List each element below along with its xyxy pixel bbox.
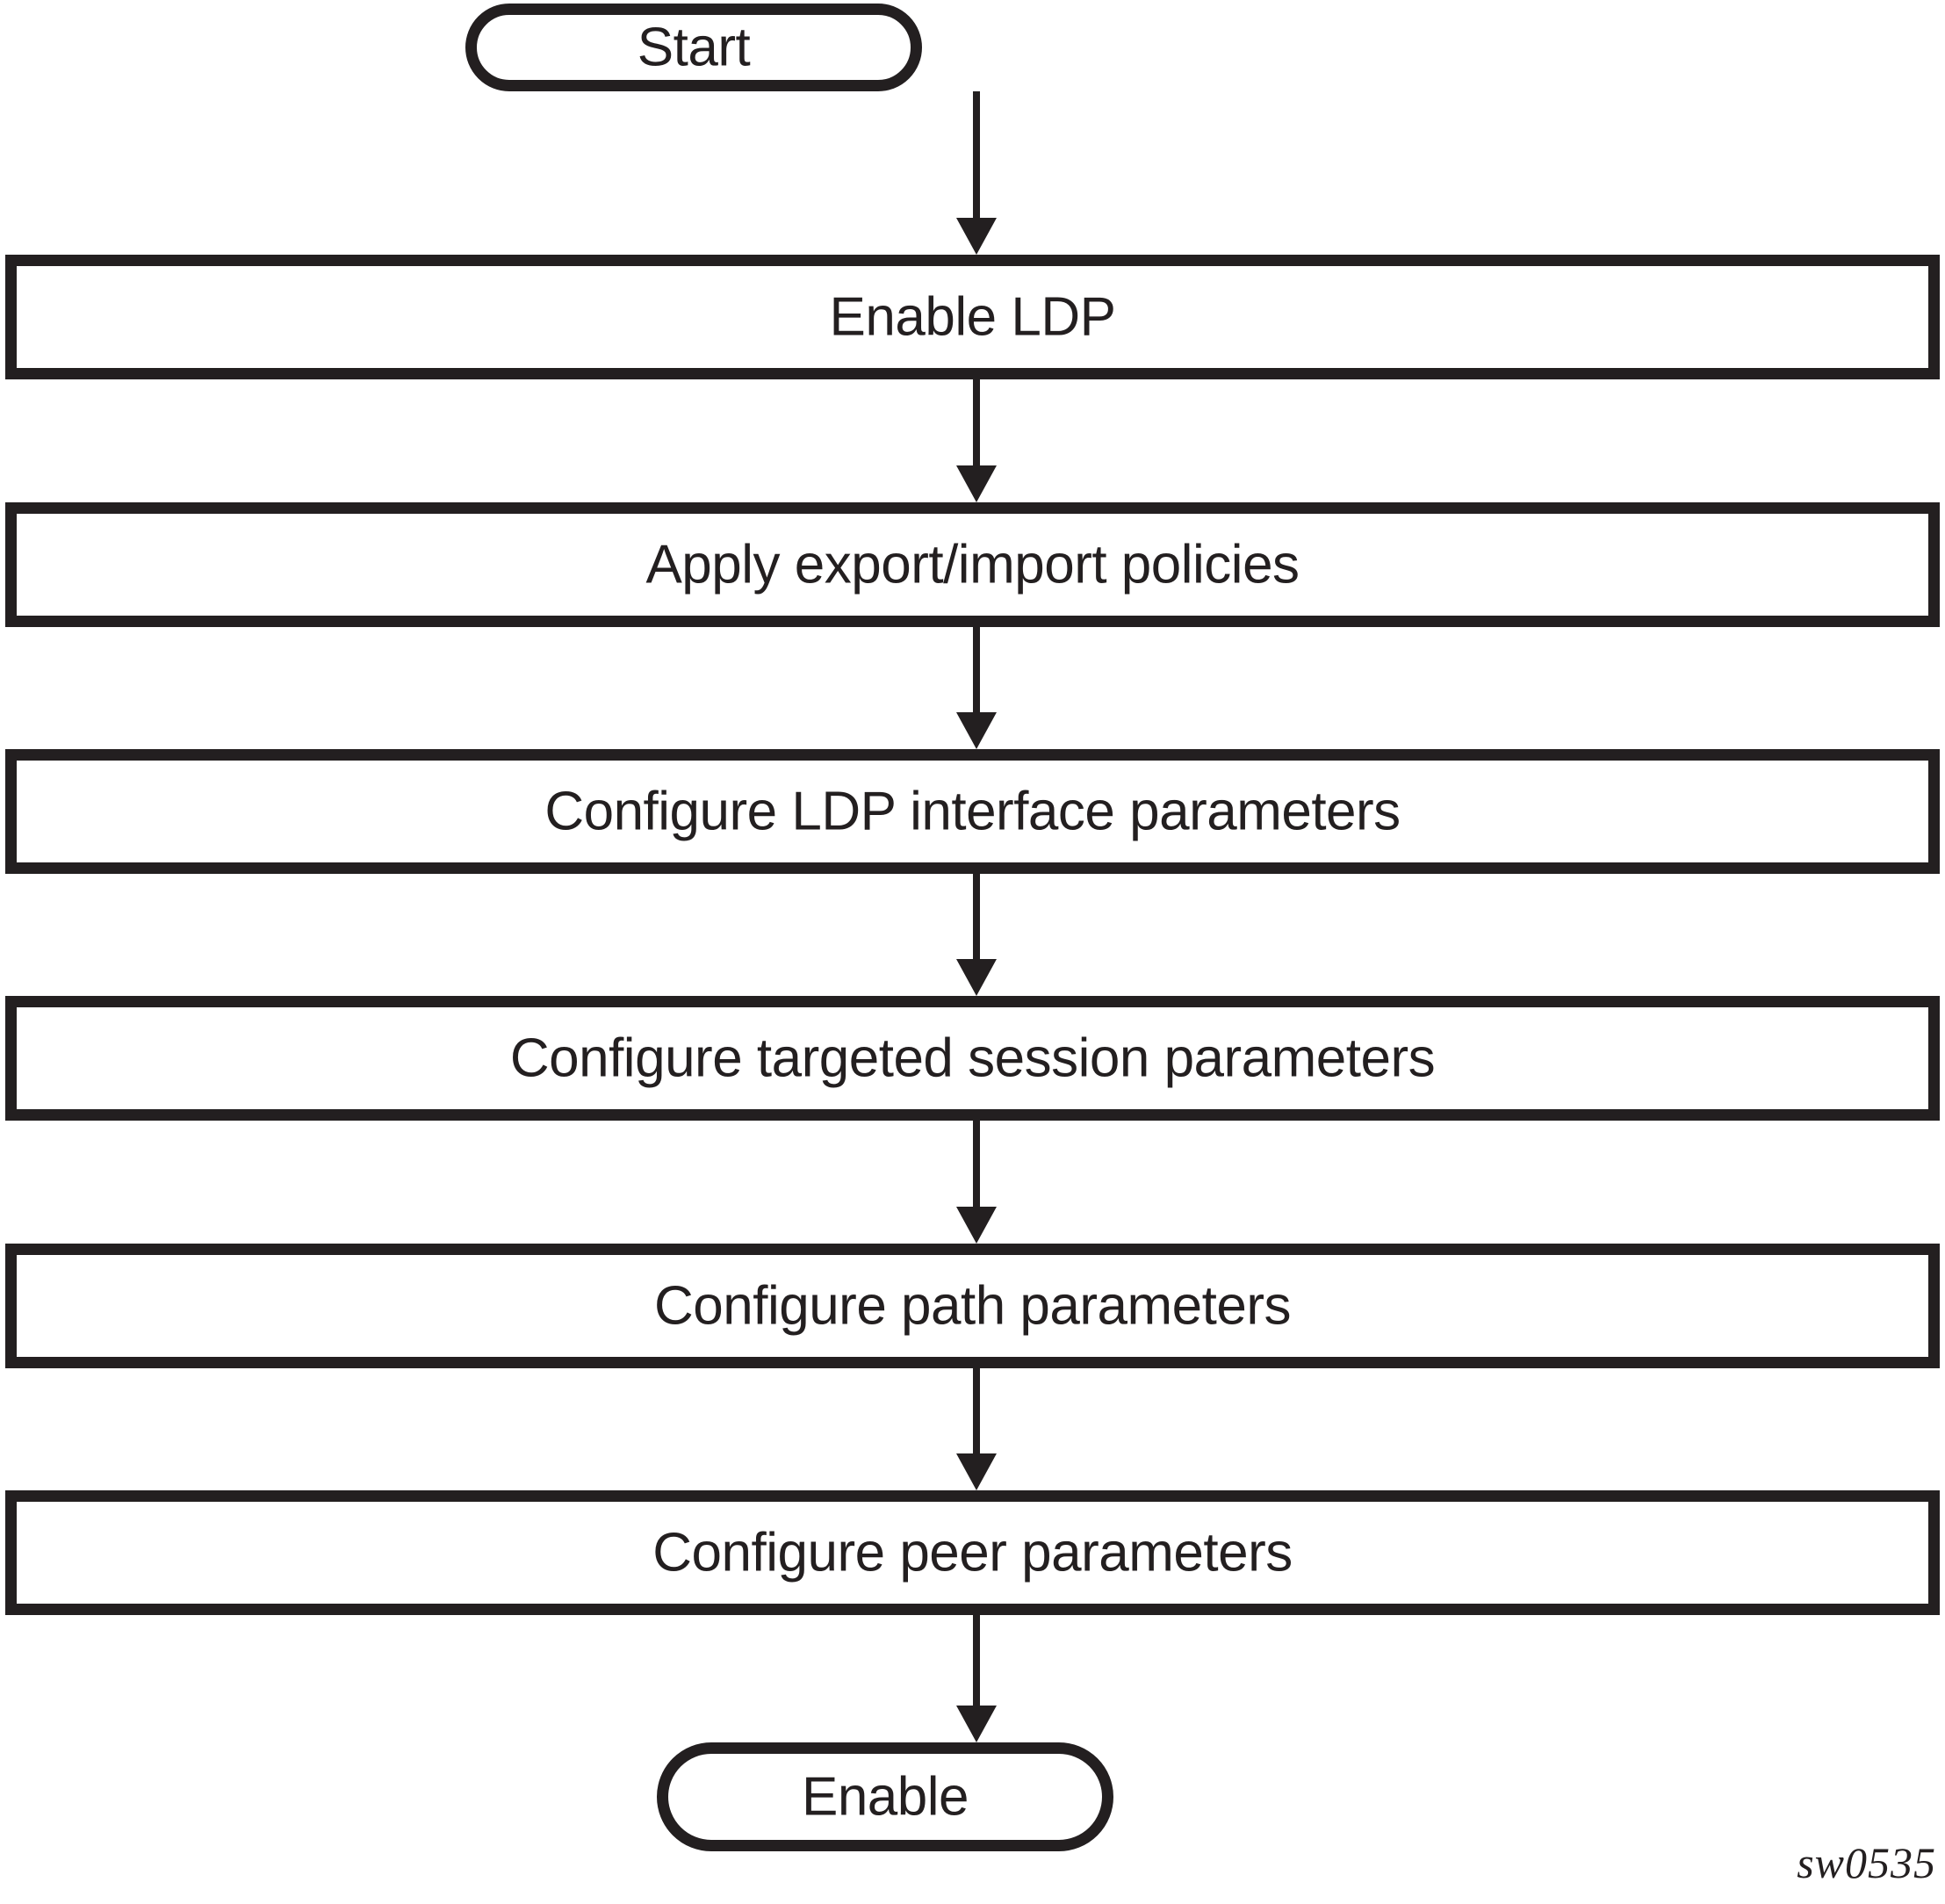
edge-arrowhead-targeted-session-params-to-path-params (956, 1207, 997, 1244)
edge-arrowhead-peer-params-to-enable (956, 1706, 997, 1742)
edge-arrowhead-ldp-interface-params-to-targeted-session-params (956, 959, 997, 996)
node-start (465, 4, 922, 91)
node-label-targeted-session-params: Configure targeted session parameters (509, 1028, 1436, 1089)
node-label-ldp-interface-params: Configure LDP interface parameters (544, 781, 1401, 842)
node-label-enable: Enable (801, 1766, 969, 1828)
node-enable (657, 1742, 1113, 1851)
edge-arrowhead-start-to-enable-ldp (956, 218, 997, 255)
node-ldp-interface-params (5, 749, 1940, 874)
node-label-start: Start (637, 17, 751, 78)
node-label-path-params: Configure path parameters (653, 1275, 1292, 1337)
node-enable-ldp (5, 255, 1940, 379)
edge-arrowhead-path-params-to-peer-params (956, 1453, 997, 1490)
node-targeted-session-params (5, 996, 1940, 1121)
node-label-apply-policies: Apply export/import policies (645, 534, 1300, 595)
node-label-enable-ldp: Enable LDP (829, 286, 1116, 348)
edge-arrowhead-enable-ldp-to-apply-policies (956, 465, 997, 502)
figure-id-label: sw0535 (1797, 1838, 1936, 1887)
node-apply-policies (5, 502, 1940, 627)
node-path-params (5, 1244, 1940, 1368)
node-label-peer-params: Configure peer parameters (652, 1522, 1293, 1583)
edge-arrowhead-apply-policies-to-ldp-interface-params (956, 712, 997, 749)
node-peer-params (5, 1490, 1940, 1615)
